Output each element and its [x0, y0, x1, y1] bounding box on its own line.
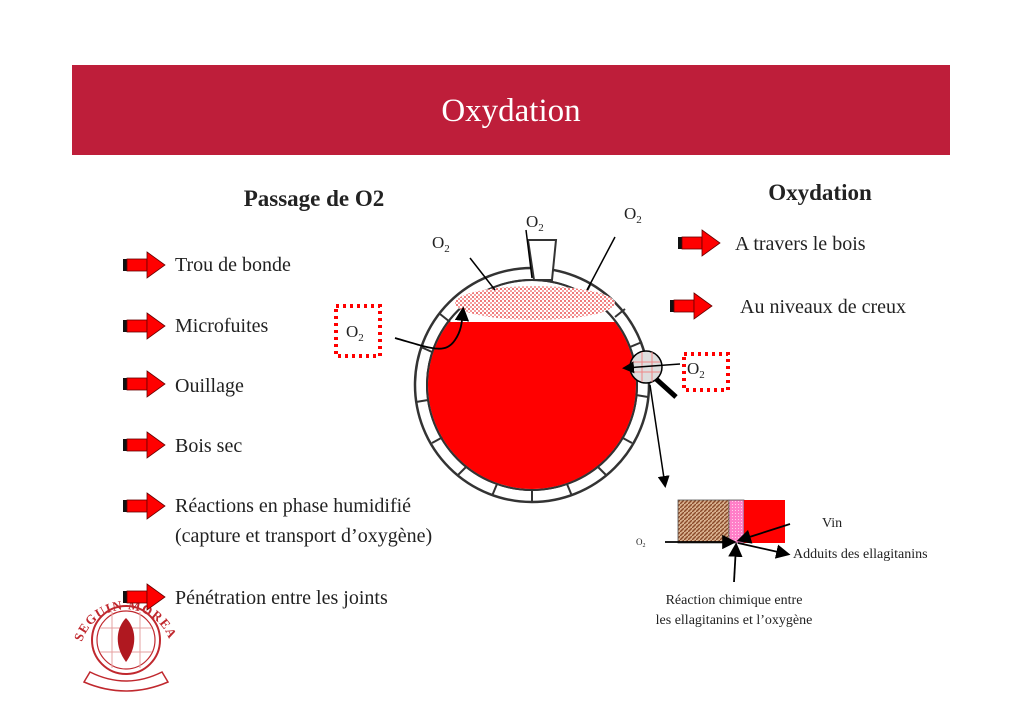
vin-label: Vin	[822, 516, 842, 531]
reaction-label: les ellagitanins et l’oxygène	[656, 613, 813, 628]
o2-label: O2	[346, 322, 364, 344]
arrow-icon	[122, 370, 166, 398]
list-item: Au niveaux de creux	[740, 296, 906, 318]
list-item: Trou de bonde	[175, 254, 291, 276]
arrow-icon	[677, 229, 721, 257]
left-heading: Passage de O2	[244, 186, 385, 211]
o2-label: O2	[526, 212, 544, 234]
stave-detail-inset: O2 Vin Adduits des ellagitanins Réaction…	[636, 499, 928, 628]
bung	[526, 239, 558, 281]
ellagitannin-layer	[728, 499, 745, 544]
reaction-label: Réaction chimique entre	[666, 593, 803, 608]
right-heading: Oxydation	[768, 180, 872, 205]
o2-label: O2	[636, 537, 646, 549]
left-list: Trou de bonde Microfuites Ouillage Bois …	[122, 251, 432, 547]
title-banner	[72, 65, 950, 155]
o2-labels: O2 O2 O2 O2 O2	[334, 204, 730, 392]
arrow-icon	[122, 492, 166, 520]
o2-label: O2	[432, 233, 450, 255]
list-item-subline: (capture et transport d’oxygène)	[175, 525, 432, 547]
arrow-icon	[122, 312, 166, 340]
arrow-icon	[122, 431, 166, 459]
wood-layer	[677, 499, 730, 544]
slide-title: Oxydation	[441, 93, 580, 129]
arrow-icon	[122, 251, 166, 279]
list-item: A travers le bois	[735, 233, 866, 255]
wine	[428, 322, 636, 489]
o2-label: O2	[624, 204, 642, 226]
list-item: Ouillage	[175, 375, 244, 397]
arrow-icon	[669, 292, 713, 320]
barrel-diagram	[394, 229, 681, 504]
list-item: Microfuites	[175, 315, 269, 337]
headspace-oxygen	[455, 286, 615, 320]
list-item: Réactions en phase humidifié	[175, 495, 411, 517]
adduits-label: Adduits des ellagitanins	[793, 547, 928, 562]
o2-label: O2	[687, 359, 705, 381]
list-item: Pénétration entre les joints	[175, 587, 388, 609]
list-item: Bois sec	[175, 435, 242, 457]
